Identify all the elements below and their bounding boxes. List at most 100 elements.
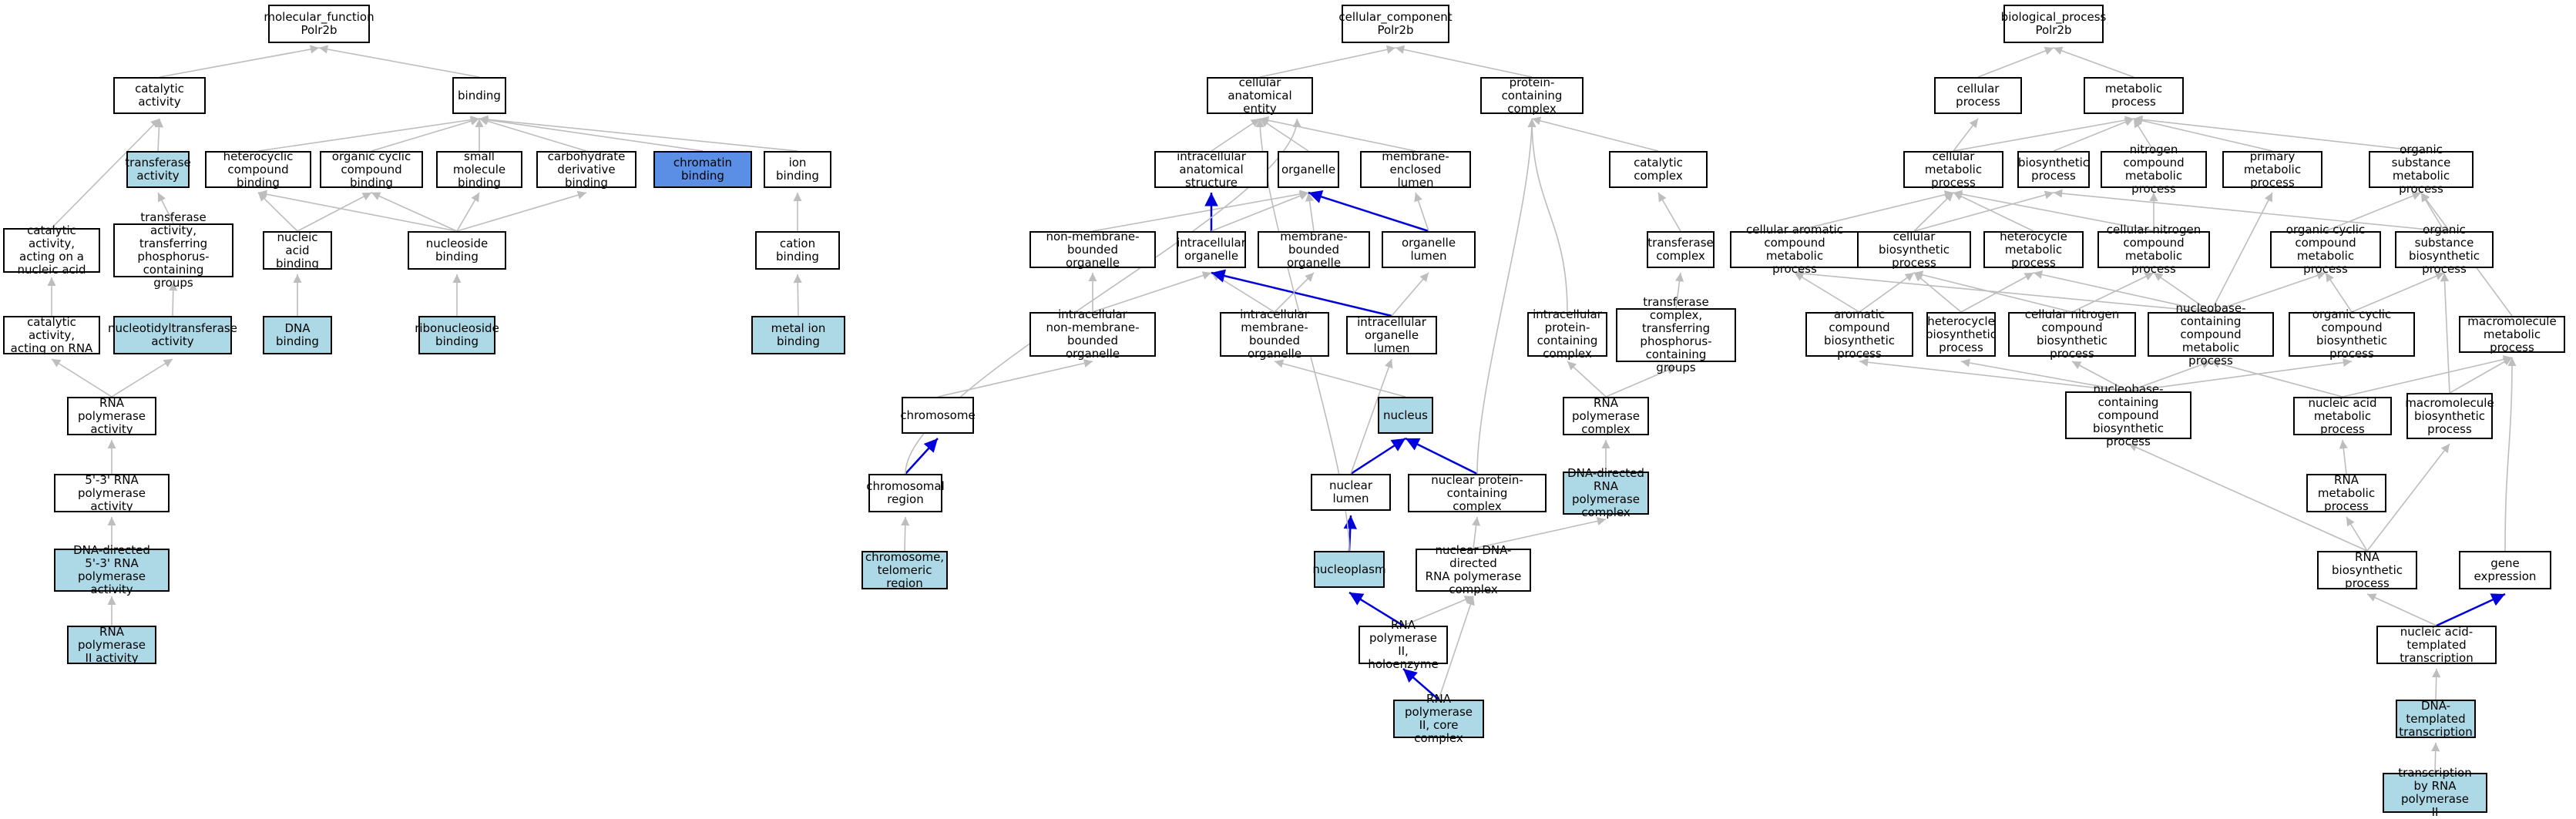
node-rna-polymerase-activity[interactable]: RNA polymerase activity <box>67 396 156 435</box>
node-label: chromosome, telomeric region <box>865 549 945 590</box>
node-metabolic-process[interactable]: metabolic process <box>2084 77 2184 114</box>
node-nitrogen-compound-metabolic-process[interactable]: nitrogen compound metabolic process <box>2101 143 2207 196</box>
node-label: membrane-bounded organelle <box>1280 229 1348 270</box>
node-catalytic-activity-nucleic-acid[interactable]: catalytic activity, acting on a nucleic … <box>3 224 100 277</box>
edge-nucleobase_containing_compound_metabolic_process-to-organic_cyclic_compound_metabolic_process <box>2210 271 2326 313</box>
node-molecular-function-root[interactable]: molecular_function Polr2b <box>264 5 374 43</box>
node-heterocyclic-compound-binding[interactable]: heterocyclic compound binding <box>205 149 311 189</box>
edge-intracellular_organelle_lumen-to-intracellular_organelle <box>1211 269 1392 317</box>
node-ion-binding[interactable]: ion binding <box>764 151 831 188</box>
node-chromosome[interactable]: chromosome <box>900 397 976 434</box>
node-membrane-bounded-organelle[interactable]: membrane-bounded organelle <box>1258 229 1370 270</box>
node-small-molecule-binding[interactable]: small molecule binding <box>436 149 522 189</box>
edge-rna_metabolic_process-to-nucleic_acid_metabolic_process <box>2339 439 2348 475</box>
node-heterocycle-metabolic-process[interactable]: heterocycle metabolic process <box>1983 230 2084 269</box>
node-organelle[interactable]: organelle <box>1278 151 1339 188</box>
node-organic-cyclic-compound-metabolic-process[interactable]: organic cyclic compound metabolic proces… <box>2270 223 2381 276</box>
node-organic-substance-biosynthetic-process[interactable]: organic substance biosynthetic process <box>2395 223 2494 276</box>
node-binding[interactable]: binding <box>452 77 506 114</box>
edge-cellular_biosynthetic_process-to-cellular_metabolic_process <box>1913 192 1954 232</box>
node-chromosome-telomeric-region[interactable]: chromosome, telomeric region <box>861 549 948 590</box>
node-cellular-nitrogen-compound-biosynthetic-process[interactable]: cellular nitrogen compound biosynthetic … <box>2008 308 2136 361</box>
node-intracellular-membrane-bounded-organelle[interactable]: intracellular membrane-bounded organelle <box>1220 308 1329 361</box>
edge-nucleus-to-intracellular_membrane_bounded_organelle <box>1274 359 1406 398</box>
node-label: cellular_component Polr2b <box>1338 10 1453 37</box>
node-transferase-phosphorus[interactable]: transferase activity, transferring phosp… <box>113 211 233 290</box>
node-catalytic-complex[interactable]: catalytic complex <box>1609 151 1708 188</box>
edge-catalytic_complex-to-protein_containing_complex <box>1531 116 1659 152</box>
edge-cellular_anatomical_entity-to-cc_root <box>1259 45 1396 78</box>
node-cation-binding[interactable]: cation binding <box>755 231 840 270</box>
node-intracellular-organelle-lumen[interactable]: intracellular organelle lumen <box>1346 315 1437 354</box>
edge-organic_substance_biosynthetic_process-to-biosynthetic_process <box>2053 189 2445 232</box>
node-dna-templated-transcription[interactable]: DNA-templated transcription <box>2396 699 2476 738</box>
node-nucleic-acid-binding[interactable]: nucleic acid binding <box>263 230 332 270</box>
node-nucleic-acid-metabolic-process[interactable]: nucleic acid metabolic process <box>2293 396 2392 435</box>
node-nuclear-dna-directed-rna-polymerase-complex[interactable]: nuclear DNA-directed RNA polymerase comp… <box>1416 544 1531 596</box>
node-dna-directed-5-3-rna-polymerase-activity[interactable]: DNA-directed 5'-3' RNA polymerase activi… <box>54 544 170 596</box>
node-transferase-complex-phosphorus[interactable]: transferase complex, transferring phosph… <box>1616 296 1736 374</box>
node-biosynthetic-process[interactable]: biosynthetic process <box>2017 151 2090 188</box>
node-heterocycle-biosynthetic-process[interactable]: heterocycle biosynthetic process <box>1926 312 1997 357</box>
node-cellular-aromatic-compound-metabolic-process[interactable]: cellular aromatic compound metabolic pro… <box>1730 223 1859 276</box>
node-cellular-component-root[interactable]: cellular_component Polr2b <box>1338 5 1453 43</box>
node-macromolecule-metabolic-process[interactable]: macromolecule metabolic process <box>2459 314 2565 354</box>
node-catalytic-activity-rna[interactable]: catalytic activity, acting on RNA <box>3 315 100 354</box>
node-rna-polymerase-ii-core-complex[interactable]: RNA polymerase II, core complex <box>1393 693 1484 745</box>
node-organelle-lumen[interactable]: organelle lumen <box>1382 231 1476 268</box>
node-nucleobase-containing-compound-biosynthetic-process[interactable]: nucleobase-containing compound biosynthe… <box>2065 382 2191 448</box>
node-chromosomal-region[interactable]: chromosomal region <box>866 474 945 512</box>
node-dna-directed-rna-polymerase-complex[interactable]: DNA-directed RNA polymerase complex <box>1563 467 1649 519</box>
node-cellular-nitrogen-compound-metabolic-process[interactable]: cellular nitrogen compound metabolic pro… <box>2097 223 2210 276</box>
node-nuclear-protein-containing-complex[interactable]: nuclear protein-containing complex <box>1408 473 1547 512</box>
node-5-3-rna-polymerase-activity[interactable]: 5'-3' RNA polymerase activity <box>54 473 170 512</box>
edge-nuclear_lumen-to-intracellular_organelle_lumen <box>1350 358 1393 475</box>
node-rna-polymerase-ii-activity[interactable]: RNA polymerase II activity <box>67 625 156 664</box>
node-transferase-complex[interactable]: transferase complex <box>1647 231 1715 268</box>
node-aromatic-compound-biosynthetic-process[interactable]: aromatic compound biosynthetic process <box>1805 308 1913 361</box>
node-transcription-by-rna-polymerase-ii[interactable]: transcription by RNA polymerase II <box>2383 767 2487 819</box>
node-intracellular-anatomical-structure[interactable]: intracellular anatomical structure <box>1154 149 1268 189</box>
node-catalytic-activity[interactable]: catalytic activity <box>113 77 206 114</box>
node-ribonucleoside-binding[interactable]: ribonucleoside binding <box>415 316 499 354</box>
node-non-membrane-bounded-organelle[interactable]: non-membrane-bounded organelle <box>1029 230 1156 269</box>
node-rna-polymerase-complex[interactable]: RNA polymerase complex <box>1563 396 1649 435</box>
node-intracellular-non-membrane-bounded-organelle[interactable]: intracellular non-membrane-bounded organ… <box>1029 308 1156 361</box>
node-nucleoside-binding[interactable]: nucleoside binding <box>408 231 506 270</box>
node-macromolecule-biosynthetic-process[interactable]: macromolecule biosynthetic process <box>2405 393 2494 439</box>
edge-rna_polymerase_ii_holoenzyme-to-nucleoplasm <box>1348 591 1404 627</box>
node-membrane-enclosed-lumen[interactable]: membrane-enclosed lumen <box>1360 149 1471 189</box>
node-label: intracellular protein-containing complex <box>1533 307 1602 361</box>
node-transferase-activity[interactable]: transferase activity <box>125 151 191 188</box>
node-primary-metabolic-process[interactable]: primary metabolic process <box>2222 149 2322 189</box>
node-nucleic-acid-templated-transcription[interactable]: nucleic acid-templated transcription <box>2376 625 2497 664</box>
node-cellular-biosynthetic-process[interactable]: cellular biosynthetic process <box>1857 230 1971 269</box>
node-rna-polymerase-ii-holoenzyme[interactable]: RNA polymerase II, holoenzyme <box>1359 619 1448 671</box>
node-cellular-anatomical-entity[interactable]: cellular anatomical entity <box>1207 76 1313 115</box>
node-protein-containing-complex[interactable]: protein-containing complex <box>1480 76 1584 115</box>
node-cellular-metabolic-process[interactable]: cellular metabolic process <box>1903 149 2003 189</box>
node-organic-cyclic-compound-binding[interactable]: organic cyclic compound binding <box>320 149 423 189</box>
node-chromatin-binding[interactable]: chromatin binding <box>653 151 752 188</box>
node-cellular-process[interactable]: cellular process <box>1934 77 2022 114</box>
node-intracellular-organelle[interactable]: intracellular organelle <box>1177 231 1246 268</box>
node-organic-cyclic-compound-biosynthetic-process[interactable]: organic cyclic compound biosynthetic pro… <box>2289 308 2415 361</box>
node-gene-expression[interactable]: gene expression <box>2459 551 2551 589</box>
node-carbohydrate-derivative-binding[interactable]: carbohydrate derivative binding <box>536 149 636 189</box>
node-nucleotidyltransferase-activity[interactable]: nucleotidyltransferase activity <box>108 316 237 354</box>
node-label: metal ion binding <box>771 321 826 348</box>
node-nucleoplasm[interactable]: nucleoplasm <box>1312 551 1386 588</box>
node-organic-substance-metabolic-process[interactable]: organic substance metabolic process <box>2369 143 2474 196</box>
node-nucleobase-containing-compound-metabolic-process[interactable]: nucleobase-containing compound metabolic… <box>2148 301 2274 367</box>
node-intracellular-protein-containing-complex[interactable]: intracellular protein-containing complex <box>1527 308 1607 361</box>
node-metal-ion-binding[interactable]: metal ion binding <box>751 316 845 354</box>
node-biological-process-root[interactable]: biological_process Polr2b <box>2001 5 2106 43</box>
node-nuclear-lumen[interactable]: nuclear lumen <box>1311 474 1391 511</box>
node-nucleus[interactable]: nucleus <box>1378 397 1433 434</box>
node-rna-biosynthetic-process[interactable]: RNA biosynthetic process <box>2317 550 2417 589</box>
edge-rna_polymerase_activity-to-nucleotidyltransferase_activity <box>111 358 173 398</box>
node-label: cellular nitrogen compound biosynthetic … <box>2024 307 2120 361</box>
node-dna-binding[interactable]: DNA binding <box>263 316 332 354</box>
node-rna-metabolic-process[interactable]: RNA metabolic process <box>2306 473 2386 512</box>
edge-rna_biosynthetic_process-to-macromolecule_biosynthetic_process <box>2366 443 2450 552</box>
